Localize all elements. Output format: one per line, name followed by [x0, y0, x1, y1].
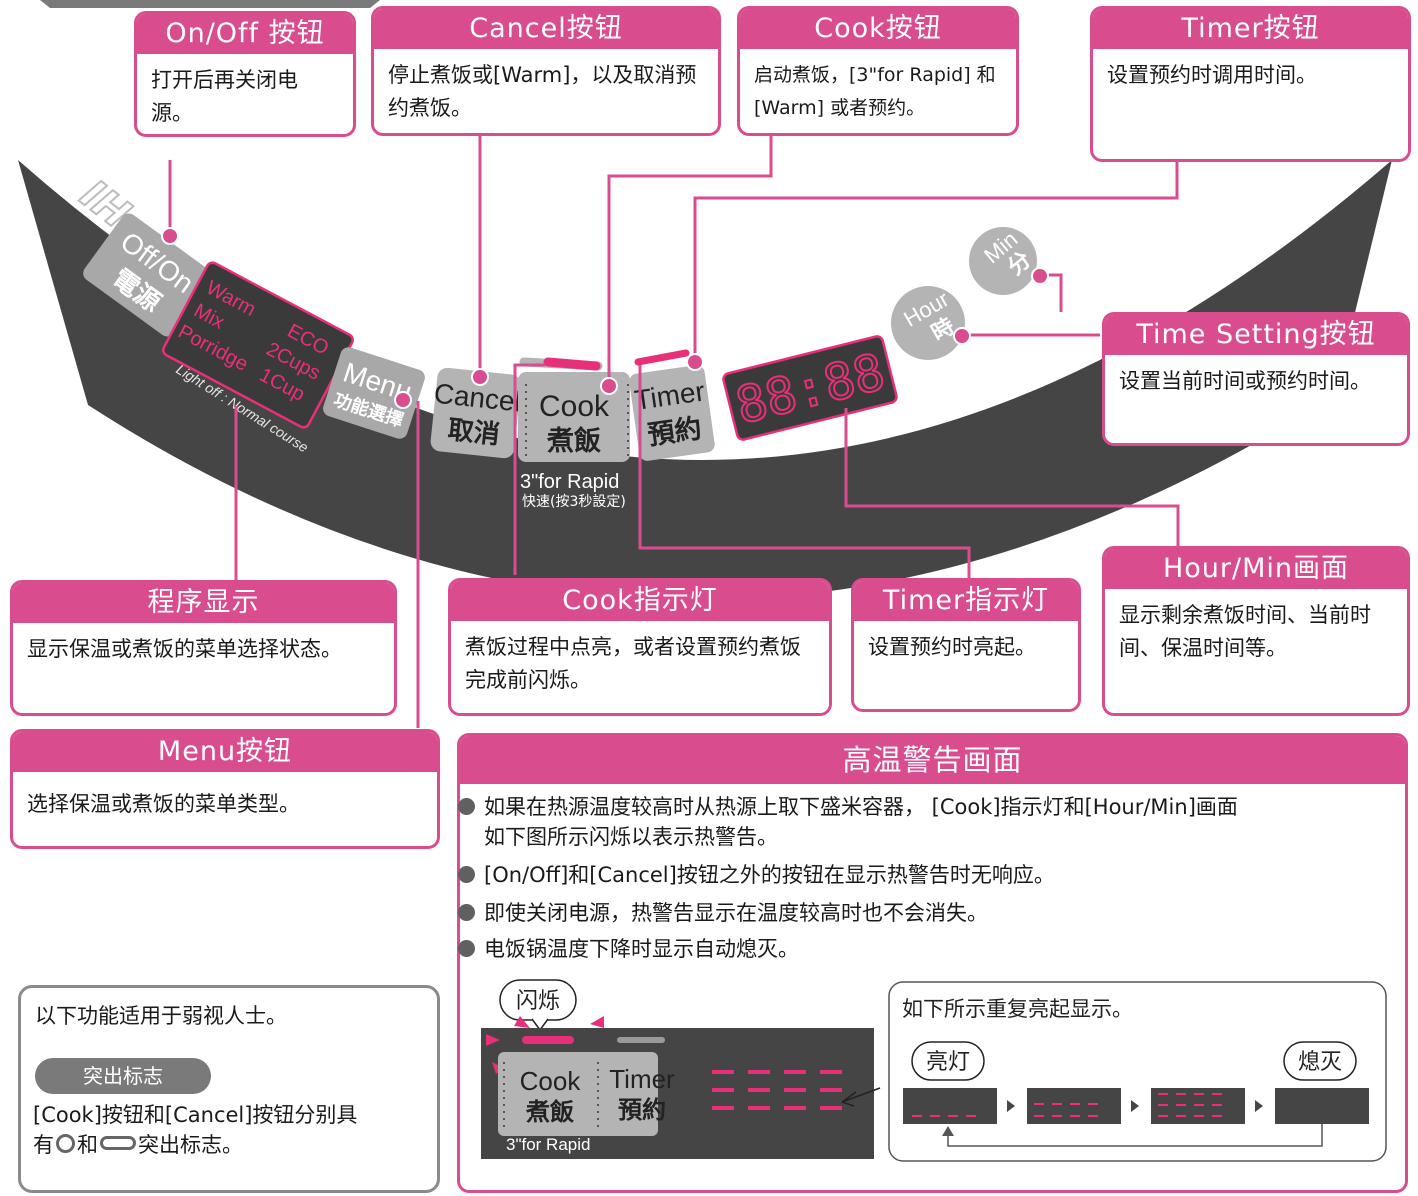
hourmin-callout-text: 显示剩余煮饭时间、当前时间、保温时间等。 [1119, 603, 1371, 660]
bar-mark-icon [100, 1136, 136, 1150]
min-button[interactable]: Min 分 [969, 226, 1038, 295]
cook-indicator-light [543, 357, 601, 371]
time-setting-callout: Time Setting按钮 设置当前时间或预约时间。 [1102, 312, 1410, 446]
cook-callout-title: Cook按钮 [740, 9, 1016, 49]
bullet-dot [458, 866, 475, 883]
menu-callout: Menu按钮 选择保温或煮饭的菜单类型。 [10, 729, 440, 849]
onoff-callout-title: On/Off 按钮 [137, 14, 353, 54]
top-edge [40, 0, 380, 8]
bullet-dot [458, 798, 475, 815]
svg-text:煮飯: 煮飯 [546, 425, 601, 457]
onoff-callout-text: 打开后再关闭电源。 [151, 68, 298, 125]
lowvision-line2: 有和突出标志。 [33, 1133, 243, 1157]
timer-callout: Timer按钮 设置预约时调用时间。 [1090, 6, 1411, 162]
timer-button[interactable]: Timer 預約 [628, 364, 716, 462]
timer-callout-title: Timer按钮 [1093, 9, 1408, 49]
cook-light-callout-title: Cook指示灯 [451, 581, 829, 621]
program-callout-text: 显示保温或煮饭的菜单选择状态。 [27, 637, 342, 661]
timer-light-callout-title: Timer指示灯 [854, 581, 1078, 621]
cook-light-callout-text: 煮饭过程中点亮，或者设置预约煮饭完成前闪烁。 [465, 635, 801, 692]
warning-bullet-3: 即使关闭电源，热警告显示在温度较高时也不会消失。 [458, 898, 988, 928]
lowvision-line1: [Cook]按钮和[Cancel]按钮分别具 [33, 1103, 358, 1127]
leader-dots [161, 227, 1049, 409]
cook-callout: Cook按钮 启动煮饭，[3"for Rapid] 和 [Warm] 或者预约。 [737, 6, 1019, 136]
menu-callout-title: Menu按钮 [13, 732, 437, 772]
warning-title: 高温警告画面 [460, 736, 1405, 784]
hourmin-callout-title: Hour/Min画面 [1105, 549, 1407, 589]
lowvision-badge: 突出标志 [35, 1058, 211, 1094]
warning-bullet-1-cont: 如下图所示闪烁以表示热警告。 [484, 825, 778, 849]
panel-body [18, 160, 1392, 601]
cook-light-callout: Cook指示灯 煮饭过程中点亮，或者设置预约煮饭完成前闪烁。 [448, 578, 832, 716]
timer-light-callout-text: 设置预约时亮起。 [868, 635, 1036, 659]
hour-button[interactable]: Hour 時 [891, 286, 967, 360]
program-callout: 程序显示 显示保温或煮饭的菜单选择状态。 [10, 580, 397, 716]
rapid-cn-label: 快速(按3秒設定) [522, 494, 626, 510]
svg-text:Cook: Cook [539, 390, 610, 423]
rapid-label: 3"for Rapid [520, 471, 619, 493]
timer-light-callout: Timer指示灯 设置预约时亮起。 [851, 578, 1081, 712]
cook-button[interactable]: Cook 煮飯 [518, 372, 630, 462]
timer-indicator-light [634, 349, 690, 366]
cancel-callout-text: 停止煮饭或[Warm]，以及取消预约煮饭。 [388, 63, 697, 120]
lowvision-box: 以下功能适用于弱视人士。 突出标志 [Cook]按钮和[Cancel]按钮分别具… [18, 985, 440, 1193]
svg-text:預約: 預約 [646, 412, 704, 451]
warning-bullet-4: 电饭锅温度下降时显示自动熄灭。 [458, 934, 799, 964]
bullet-dot [458, 904, 475, 921]
timer-callout-text: 设置预约时调用时间。 [1107, 63, 1317, 87]
warning-bullet-1: 如果在热源温度较高时从热源上取下盛米容器， [Cook]指示灯和[Hour/Mi… [458, 792, 1238, 822]
onoff-callout: On/Off 按钮 打开后再关闭电源。 [134, 11, 356, 137]
cancel-callout-title: Cancel按钮 [374, 9, 718, 49]
time-setting-callout-title: Time Setting按钮 [1105, 315, 1407, 355]
cook-callout-text: 启动煮饭，[3"for Rapid] 和 [Warm] 或者预约。 [754, 64, 996, 119]
program-callout-title: 程序显示 [13, 583, 394, 623]
time-setting-callout-text: 设置当前时间或预约时间。 [1119, 369, 1371, 393]
circle-mark-icon [56, 1134, 75, 1153]
program-display: Warm ECO Mix 2Cups Porridge 1Cup [162, 261, 354, 429]
svg-text:取消: 取消 [446, 415, 501, 450]
hourmin-callout: Hour/Min画面 显示剩余煮饭时间、当前时间、保温时间等。 [1102, 546, 1410, 716]
cancel-callout: Cancel按钮 停止煮饭或[Warm]，以及取消预约煮饭。 [371, 6, 721, 136]
leader-lines [168, 136, 1180, 728]
hourmin-display: 88:88 [722, 335, 898, 441]
warning-bullet-2: [On/Off]和[Cancel]按钮之外的按钮在显示热警告时无响应。 [458, 860, 1055, 890]
bullet-dot [458, 940, 475, 957]
menu-callout-text: 选择保温或煮饭的菜单类型。 [27, 792, 300, 816]
cancel-button[interactable]: Cancel 取消 [428, 367, 523, 460]
lowvision-text: 以下功能适用于弱视人士。 [35, 1004, 287, 1028]
